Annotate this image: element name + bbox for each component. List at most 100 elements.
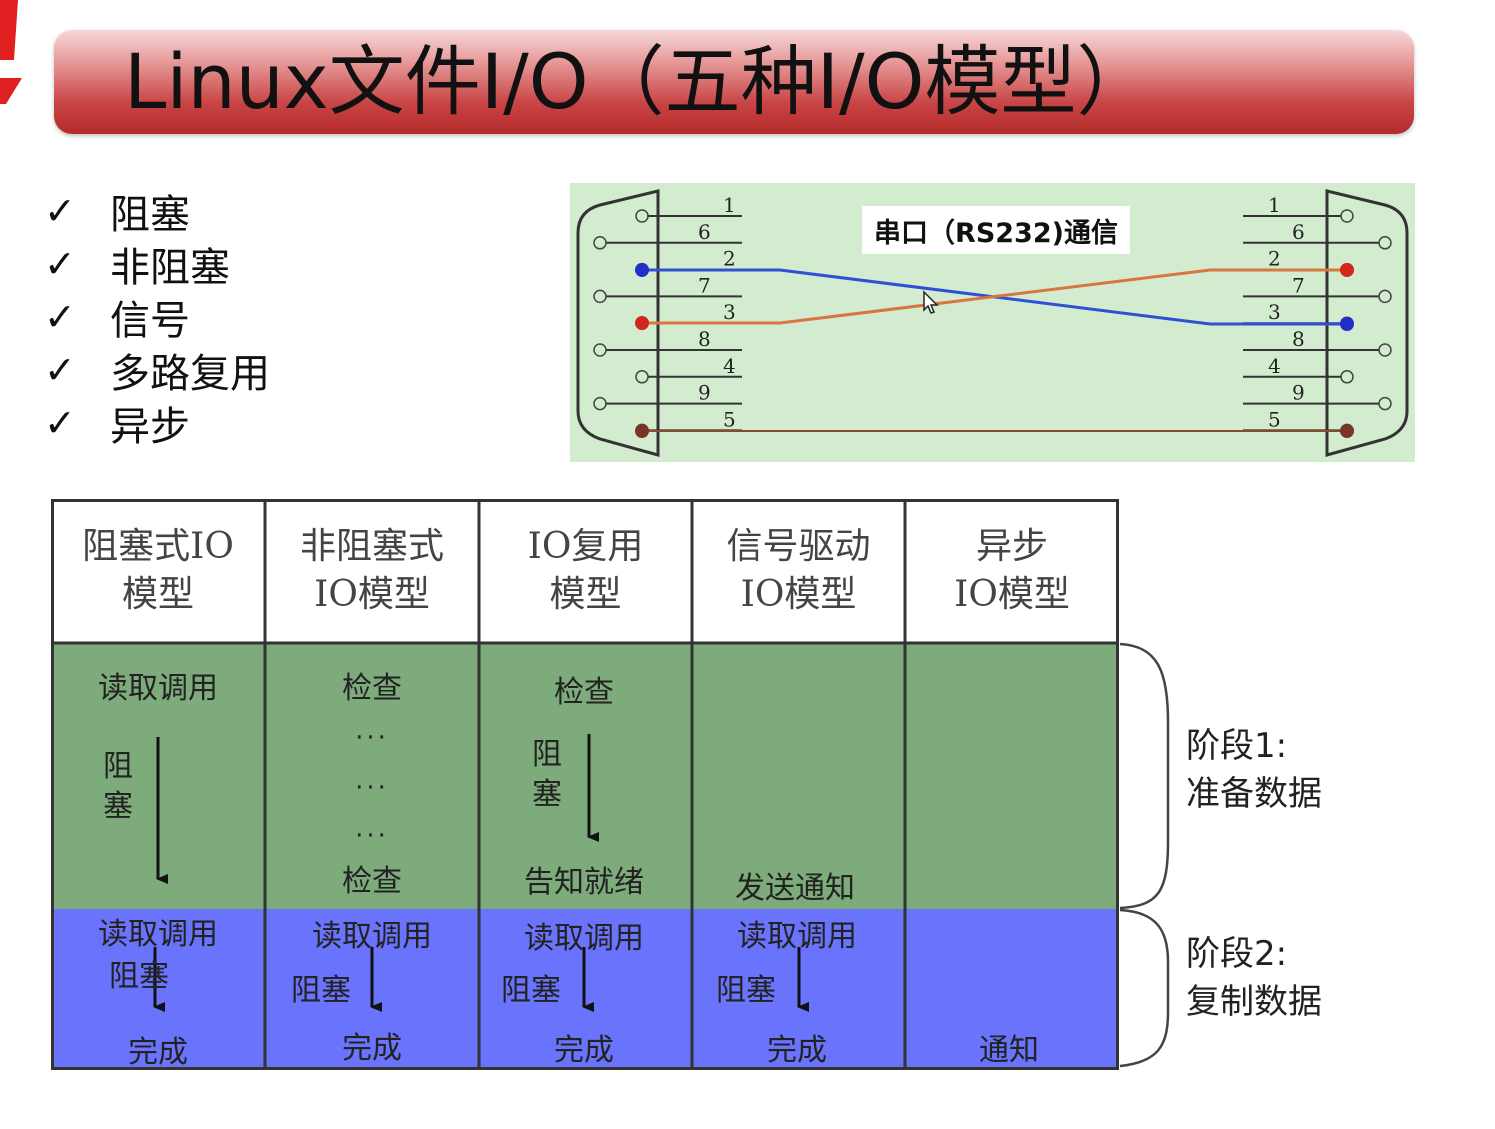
right-db9-connector: [1325, 189, 1409, 457]
blocking-label: 阻塞: [103, 749, 133, 824]
nonblocking-dots: ···: [355, 773, 389, 803]
checklist-item: ✓ 阻塞: [44, 184, 270, 238]
phase-title: 阶段2:: [1186, 934, 1288, 974]
left-pin-hole: [593, 236, 607, 250]
right-pin-3-dot: [1340, 317, 1354, 331]
stage2-done: 完成: [342, 1031, 402, 1066]
stage2-done: 完成: [554, 1033, 614, 1068]
title-bar: Linux文件I/O（五种I/O模型）: [54, 30, 1414, 134]
right-pin-number: 5: [1268, 407, 1281, 431]
header-signal-io: 信号驱动 IO模型: [692, 499, 905, 643]
rx-wire: [642, 268, 1347, 325]
left-pin-hole: [635, 209, 649, 223]
stage2-done: 完成: [128, 1035, 188, 1070]
checklist-label: 信号: [110, 297, 190, 344]
left-pin-hole: [635, 370, 649, 384]
phase2-label: 阶段2: 复制数据: [1186, 930, 1322, 1026]
stage2-block-label: 阻塞: [501, 973, 561, 1008]
phase-desc: 复制数据: [1186, 982, 1322, 1022]
io-model-table: 阻塞式IO 模型 非阻塞式 IO模型 IO复用 模型 信号驱动 IO模型 异步 …: [51, 499, 1119, 1070]
checkmark-icon: ✓: [44, 400, 76, 445]
nonblocking-check-bottom: 检查: [342, 864, 402, 899]
phase-title: 阶段1:: [1186, 726, 1288, 766]
header-line: 模型: [121, 574, 194, 615]
blocking-read-call: 读取调用: [98, 671, 218, 706]
checklist-label: 异步: [110, 403, 190, 450]
left-db9-connector: [576, 189, 660, 457]
right-pin-hole: [1340, 370, 1354, 384]
mouse-cursor-icon: [923, 290, 939, 314]
header-multiplex-io: IO复用 模型: [479, 499, 692, 643]
right-pin-number: 7: [1292, 273, 1305, 297]
checkmark-icon: ✓: [44, 347, 76, 392]
left-pin-hole: [593, 343, 607, 357]
checklist-label: 非阻塞: [110, 244, 230, 291]
header-line: IO模型: [314, 574, 430, 615]
async-notify: 通知: [979, 1033, 1039, 1068]
stage2-read-call: 读取调用: [312, 919, 432, 954]
stage1-band: [51, 643, 1119, 909]
stage2-read-call: 读取调用: [98, 917, 218, 952]
left-pin-number: 9: [698, 381, 711, 405]
checklist-item: ✓ 多路复用: [44, 343, 270, 397]
header-line: 非阻塞式: [299, 526, 444, 567]
stage2-read-call: 读取调用: [524, 921, 644, 956]
multiplex-block-label: 阻塞: [532, 737, 562, 812]
table-grid: [51, 499, 1119, 1070]
checklist-label: 阻塞: [110, 191, 190, 238]
checklist-label: 多路复用: [110, 350, 270, 397]
left-pin-number: 4: [723, 354, 736, 378]
right-pin-hole: [1378, 343, 1392, 357]
phase-braces: [1119, 642, 1170, 1068]
left-pin-number: 7: [698, 273, 711, 297]
left-pin-number: 6: [698, 220, 711, 244]
header-line: 异步: [975, 526, 1048, 567]
left-pin-5-dot: [635, 424, 649, 438]
left-pin-number: 3: [723, 300, 736, 324]
right-pin-2-dot: [1340, 263, 1354, 277]
header-line: IO模型: [740, 574, 857, 615]
nonblocking-check-top: 检查: [342, 671, 402, 706]
right-pin-number: 1: [1268, 193, 1281, 217]
right-pin-hole: [1378, 396, 1392, 411]
stage2-read-call: 读取调用: [737, 919, 857, 954]
stage2-block-label: 阻塞: [716, 973, 776, 1008]
left-pin-hole: [593, 289, 607, 304]
right-pin-hole: [1340, 209, 1354, 223]
checkmark-icon: ✓: [44, 188, 76, 233]
multiplex-ready-notice: 告知就绪: [524, 865, 644, 900]
checkmark-icon: ✓: [44, 241, 76, 286]
stage2-block-label: 阻塞: [109, 959, 169, 994]
checkmark-icon: ✓: [44, 294, 76, 339]
left-pin-3-dot: [635, 316, 649, 330]
right-pin-number: 6: [1292, 220, 1305, 244]
header-blocking-io: 阻塞式IO 模型: [51, 499, 265, 643]
page-title: Linux文件I/O（五种I/O模型）: [124, 37, 1153, 126]
header-line: IO模型: [954, 574, 1070, 615]
left-pin-number: 5: [723, 407, 736, 431]
left-pin-hole: [593, 396, 607, 411]
checklist-item: ✓ 非阻塞: [44, 237, 270, 291]
checklist-item: ✓ 异步: [44, 396, 270, 450]
model-checklist: ✓ 阻塞 ✓ 非阻塞 ✓ 信号 ✓ 多路复用 ✓ 异步: [44, 184, 270, 450]
signal-send-notice: 发送通知: [735, 871, 855, 906]
left-pin-number: 1: [723, 193, 736, 217]
right-pin-hole: [1378, 289, 1392, 304]
header-nonblocking-io: 非阻塞式 IO模型: [265, 499, 479, 643]
right-pin-number: 4: [1268, 354, 1281, 378]
nonblocking-dots: ···: [355, 723, 389, 753]
header-line: 模型: [549, 574, 622, 615]
header-line: IO复用: [527, 526, 644, 567]
corner-accent-icon: [0, 0, 22, 104]
right-pin-5-dot: [1340, 424, 1354, 438]
right-pin-number: 2: [1268, 247, 1281, 271]
left-pin-2-dot: [635, 263, 649, 277]
right-pin-hole: [1378, 236, 1392, 250]
multiplex-check: 检查: [554, 675, 614, 710]
left-pin-number: 8: [698, 327, 711, 351]
stage2-block-label: 阻塞: [291, 973, 351, 1008]
nonblocking-dots: ···: [355, 821, 389, 851]
left-pin-number: 2: [723, 247, 736, 271]
header-line: 阻塞式IO: [82, 526, 234, 567]
